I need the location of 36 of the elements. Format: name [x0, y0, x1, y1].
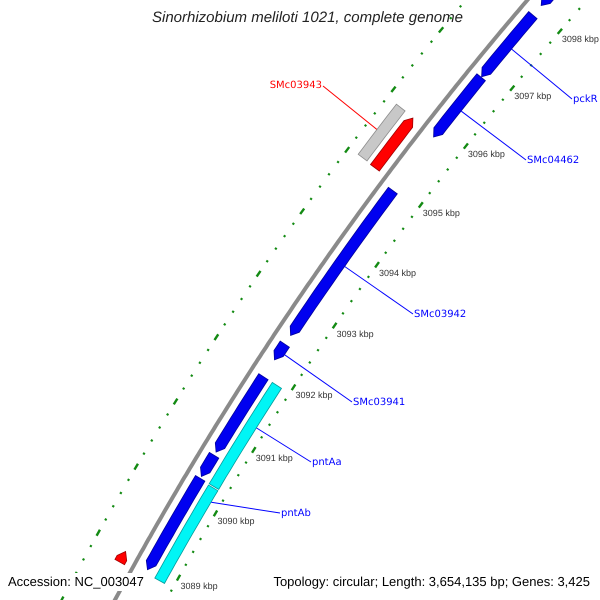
gene-label: SMc04462	[527, 155, 580, 167]
leader-line	[460, 110, 526, 160]
accession-label: Accession: NC_003047	[6, 573, 146, 591]
leader-line	[284, 354, 352, 402]
gene-label: pntAb	[281, 508, 311, 520]
scale-label: 3090 kbp	[217, 516, 255, 526]
scale-label: 3098 kbp	[562, 34, 599, 44]
gene-feature	[146, 474, 206, 570]
scale-label: 3092 kbp	[296, 390, 333, 400]
gene-label: SMc03941	[353, 397, 406, 409]
gene-feature	[114, 550, 128, 566]
gene-feature	[481, 11, 538, 78]
leader-line	[256, 428, 312, 462]
gene-feature	[274, 340, 290, 360]
gene-label: SMc03943	[270, 80, 322, 92]
gene-feature	[154, 484, 218, 584]
gene-feature	[433, 73, 486, 138]
scale-label: 3094 kbp	[379, 268, 416, 278]
leader-line	[322, 86, 378, 130]
gene-feature	[370, 117, 414, 172]
leader-line	[511, 48, 572, 100]
scale-label: 3096 kbp	[468, 149, 505, 160]
gene-label: pckR	[573, 94, 598, 106]
scale-label: 3091 kbp	[256, 452, 293, 463]
scale-label: 3097 kbp	[514, 91, 552, 102]
gene-feature	[214, 373, 269, 453]
scale-label: 3093 kbp	[336, 328, 374, 339]
leader-line	[210, 502, 280, 514]
gene-feature	[200, 452, 220, 477]
scale-label: 3089 kbp	[180, 580, 218, 591]
scale-label: 3095 kbp	[422, 208, 460, 218]
gene-label: SMc03942	[414, 309, 466, 321]
leader-line	[344, 266, 414, 314]
gene-label: pntAa	[312, 457, 342, 469]
map-title: Sinorhizobium meliloti 1021, complete genome	[152, 9, 463, 27]
gene-feature	[358, 104, 406, 162]
